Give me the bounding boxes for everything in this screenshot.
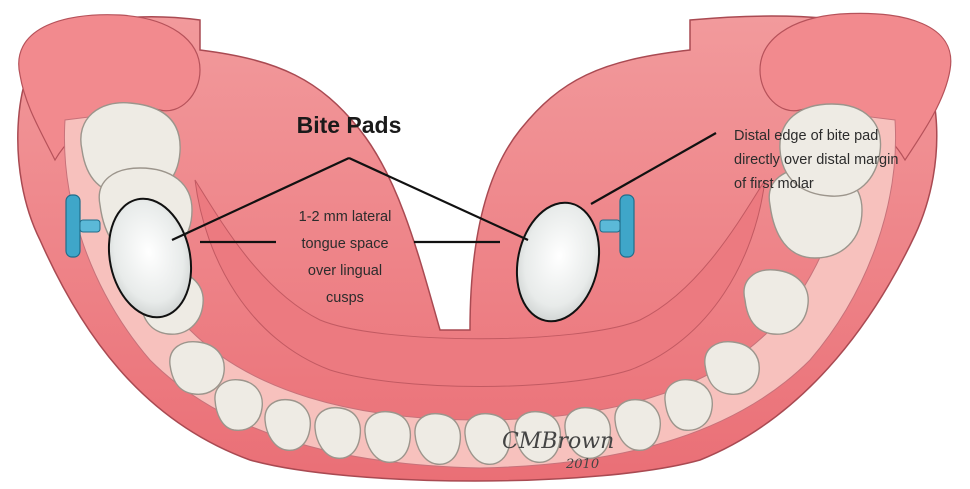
distal-edge-line-2: directly over distal margin	[734, 152, 898, 168]
distal-edge-line-3: of first molar	[734, 176, 814, 192]
distal-edge-line-1: Distal edge of bite pad	[734, 128, 878, 144]
tongue-space-line-2: tongue space	[301, 236, 388, 252]
signature-name: CMBrown	[502, 429, 614, 454]
tongue-space-line-4: cusps	[326, 290, 364, 306]
diagram-title: Bite Pads	[297, 112, 402, 138]
tooth-left-canine	[215, 380, 262, 431]
tooth-right-premolar-1	[705, 342, 759, 395]
tooth-right-canine	[665, 380, 712, 431]
tongue-space-line-1: 1-2 mm lateral	[299, 209, 392, 225]
tooth-left-premolar-1	[170, 342, 224, 395]
signature-year: 2010	[565, 457, 599, 472]
tooth-right-premolar-2	[744, 270, 808, 334]
tongue-space-line-3: over lingual	[308, 263, 382, 279]
